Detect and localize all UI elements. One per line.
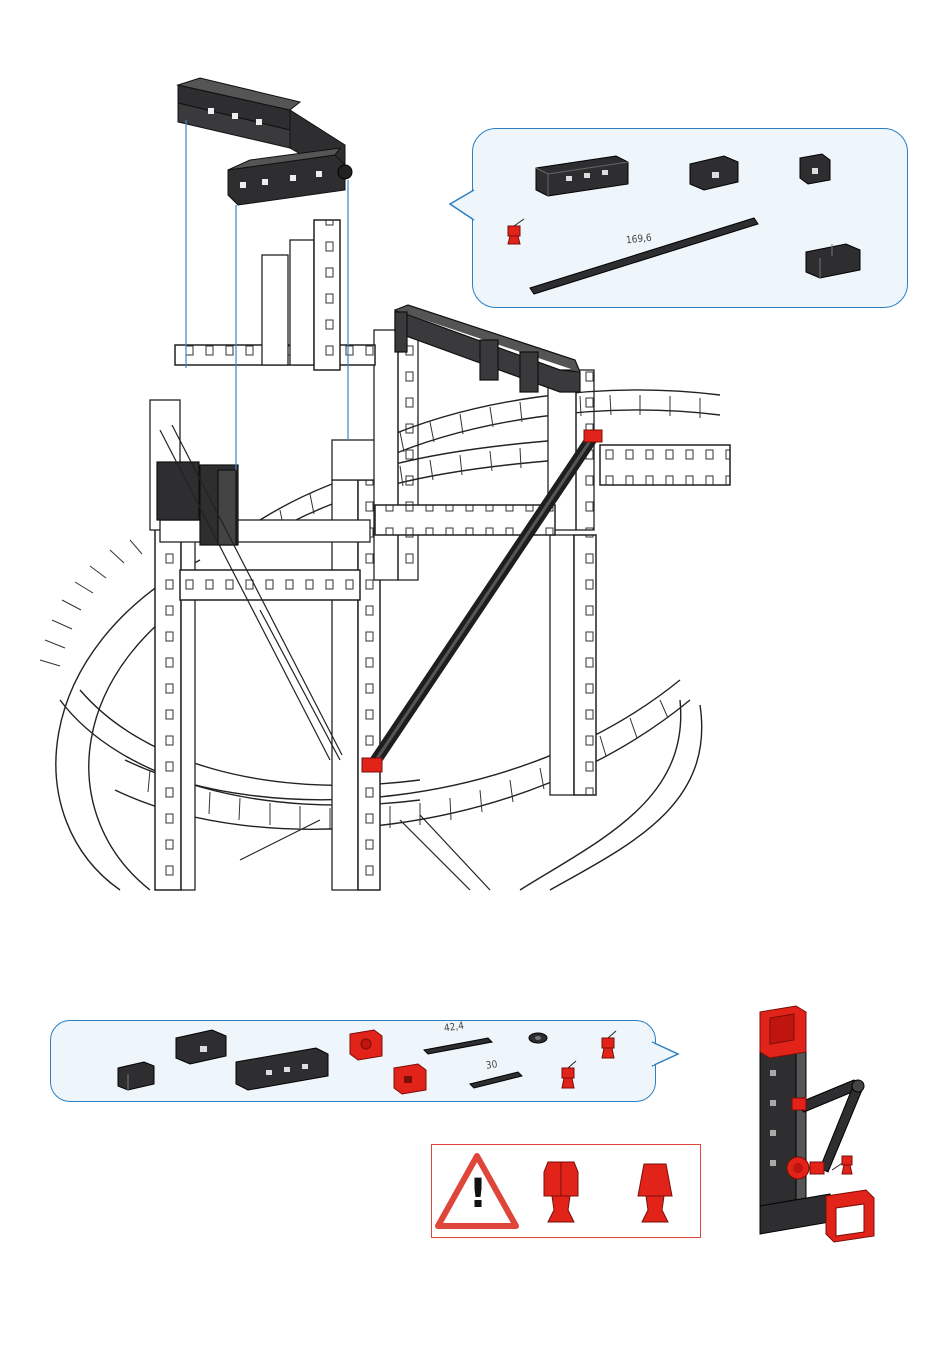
small-gear-icon [526, 1030, 550, 1046]
building-block-30-long-icon [532, 150, 632, 198]
top-pillars [262, 220, 340, 370]
strut-30-icon [466, 1068, 526, 1090]
building-block-15-icon [686, 152, 742, 192]
sub-assembly-illustration [750, 1000, 880, 1260]
red-gear-block-icon [346, 1026, 386, 1062]
peg-correct-icon [538, 1158, 588, 1230]
strut-42-icon [420, 1034, 496, 1056]
red-cube-block-icon [390, 1060, 430, 1096]
building-block-15-bottom-icon [172, 1026, 230, 1066]
red-peg-icon-1 [556, 1060, 580, 1094]
building-block-double-small-icon [114, 1058, 158, 1094]
strut-short-label: 30 [485, 1059, 498, 1071]
horizontal-beams [160, 345, 730, 600]
peg-incorrect-icon [632, 1160, 682, 1230]
warning-symbol: ! [466, 1172, 490, 1216]
long-rod-icon [524, 212, 764, 296]
callout-bottom-tail [650, 1040, 682, 1070]
building-block-30-bottom-icon [232, 1042, 332, 1092]
tower-right [550, 535, 596, 795]
dark-top-frame [395, 305, 580, 392]
red-peg-icon-2 [596, 1030, 620, 1064]
tower-center [332, 440, 380, 890]
hovering-top-assembly [178, 78, 352, 205]
callout-top-tail [448, 188, 476, 222]
lower-right-track [520, 700, 702, 890]
building-block-small-icon [796, 150, 834, 188]
building-block-double-icon [802, 238, 864, 282]
